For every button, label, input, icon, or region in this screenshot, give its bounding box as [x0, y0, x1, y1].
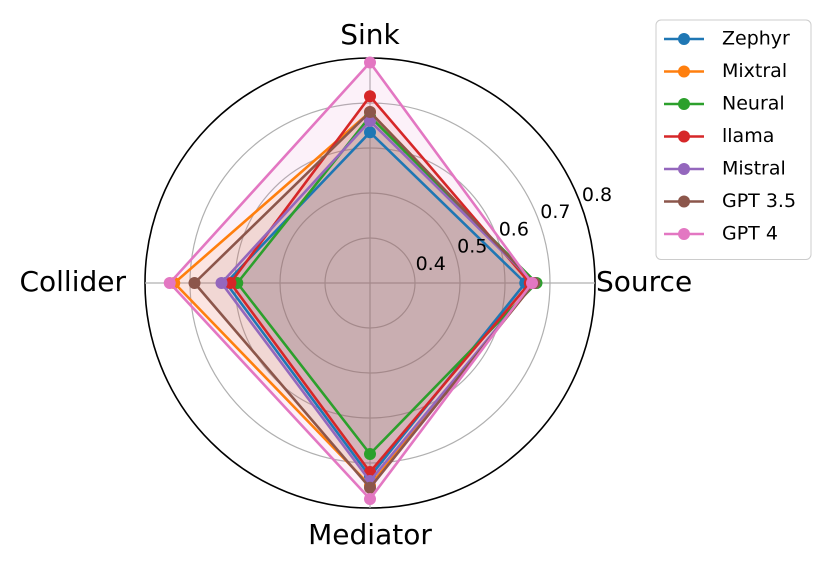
legend-item-gpt-3-5: GPT 3.5 [664, 190, 796, 212]
r-tick-label: 0.8 [582, 184, 612, 206]
series-point-zephyr-sink [364, 126, 376, 139]
series-gpt-3-5 [188, 106, 541, 494]
legend-label-gpt-3-5: GPT 3.5 [722, 190, 796, 212]
series-fill-zephyr [226, 132, 526, 477]
r-tick-label: 0.4 [416, 253, 446, 275]
series-point-gpt-4-sink [364, 56, 376, 69]
legend-marker-zephyr [678, 33, 690, 45]
legend-item-mixtral: Mixtral [664, 60, 787, 82]
r-tick-label: 0.7 [540, 201, 570, 223]
legend-label-neural: Neural [722, 93, 785, 115]
legend-marker-mixtral [678, 65, 690, 78]
legend-item-llama: llama [664, 125, 774, 147]
legend-label-mistral: Mistral [722, 158, 786, 180]
legend-item-gpt-4: GPT 4 [664, 223, 778, 245]
legend-label-llama: llama [722, 125, 774, 147]
series-point-gpt-4-mediator [364, 493, 376, 505]
series-point-llama-collider [224, 277, 237, 289]
series-fill-neural [237, 116, 537, 454]
series-point-gpt-3-5-sink [364, 106, 376, 118]
axis-label-sink: Sink [340, 18, 400, 51]
legend-marker-neural [678, 98, 690, 110]
series-fill-gpt-4 [169, 62, 533, 499]
series-gpt-4 [163, 56, 538, 505]
legend-item-neural: Neural [664, 93, 785, 115]
axis-label-collider: Collider [19, 265, 126, 298]
r-tick-label: 0.5 [457, 236, 487, 258]
legend-marker-llama [678, 130, 690, 143]
series-point-gpt-3-5-mediator [364, 481, 376, 494]
legend-marker-mistral [678, 163, 690, 175]
series-point-gpt-3-5-collider [188, 277, 201, 289]
series-fill-gpt-3-5 [194, 112, 535, 488]
axis-label-mediator: Mediator [308, 518, 432, 551]
series-point-mistral-collider [215, 277, 228, 289]
legend-marker-gpt-4 [678, 228, 690, 240]
radial-tick-labels: 0.4 0.5 0.6 0.7 0.8 [416, 184, 613, 275]
series-lines [163, 56, 543, 505]
series-llama [224, 90, 536, 478]
legend-frame [655, 19, 812, 260]
legend-label-gpt-4: GPT 4 [722, 223, 778, 245]
legend-item-mistral: Mistral [664, 158, 786, 180]
axis-label-source: Source [596, 265, 692, 298]
legend-item-zephyr: Zephyr [664, 28, 790, 50]
r-tick-label: 0.6 [499, 218, 529, 240]
series-point-mistral-sink [364, 115, 376, 127]
series-point-llama-sink [364, 90, 376, 103]
series-point-gpt-4-source [526, 277, 538, 289]
series-fill-mistral [221, 121, 535, 481]
legend-label-zephyr: Zephyr [722, 28, 790, 50]
series-point-gpt-4-collider [163, 277, 176, 289]
legend-marker-gpt-3-5 [678, 195, 690, 208]
legend-label-mixtral: Mixtral [722, 60, 787, 82]
series-point-neural-mediator [364, 448, 376, 460]
